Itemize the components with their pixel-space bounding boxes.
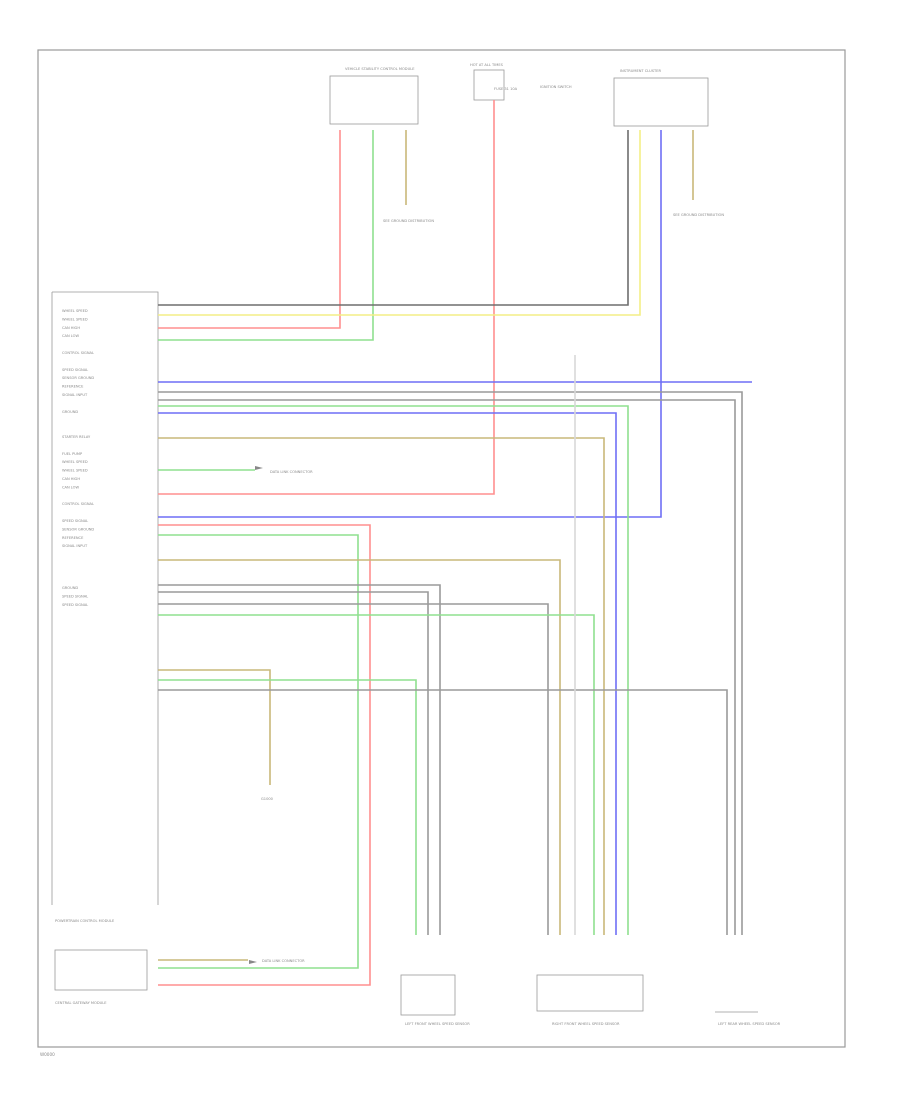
main-connector-label: POWERTRAIN CONTROL MODULE: [55, 919, 115, 923]
sensor-left: LEFT FRONT WHEEL SPEED SENSOR: [400, 974, 470, 1026]
data-link-top-label: DATA LINK CONNECTOR: [270, 470, 313, 474]
connector-row-label: CAN HIGH: [62, 326, 80, 330]
top-right-module-label: INSTRUMENT CLUSTER: [620, 69, 661, 73]
sensor-right-label: LEFT REAR WHEEL SPEED SENSOR: [718, 1022, 781, 1026]
connector-row-label: SIGNAL INPUT: [62, 544, 88, 548]
connector-row-label: STARTER RELAY: [62, 435, 91, 439]
top-mid-module-label: HOT AT ALL TIMES: [470, 63, 504, 67]
wire-green: [158, 130, 374, 341]
connector-row-label: GROUND: [62, 586, 78, 590]
wires: [158, 100, 752, 986]
connector-row-label: SENSOR GROUND: [62, 527, 94, 531]
wire-yellow: [158, 130, 641, 316]
connector-row-label: CAN HIGH: [62, 477, 80, 481]
wire-green: [158, 679, 417, 935]
wire-green: [158, 614, 595, 935]
wire-blue: [158, 130, 662, 518]
wire-green: [158, 405, 629, 935]
wire-gray: [158, 603, 549, 935]
sensor-mid-label: RIGHT FRONT WHEEL SPEED SENSOR: [552, 1022, 620, 1026]
sensor-right: LEFT REAR WHEEL SPEED SENSOR: [715, 1011, 781, 1026]
main-connector: POWERTRAIN CONTROL MODULE: [51, 291, 159, 923]
wire-gray: [158, 591, 429, 935]
central-gateway-module: CENTRAL GATEWAY MODULE: [54, 949, 148, 1005]
top-mid-fuse-label: FUSE 31 10A: [494, 87, 518, 91]
connector-row-label: CONTROL SIGNAL: [62, 351, 94, 355]
connector-row-label: SPEED SIGNAL: [62, 603, 88, 607]
connector-row-label: WHEEL SPEED: [62, 317, 88, 321]
top-mid-module: HOT AT ALL TIMES FUSE 31 10A IGNITION SW…: [470, 63, 572, 101]
connector-row-label: SPEED SIGNAL: [62, 519, 88, 523]
top-right-ground-label: SEE GROUND DISTRIBUTION: [673, 213, 724, 217]
wire-red: [158, 130, 341, 329]
wire-gray: [158, 399, 736, 935]
wire-red: [158, 100, 495, 495]
connector-row-label: SIGNAL INPUT: [62, 393, 88, 397]
ground-label: G1000: [261, 797, 274, 801]
connector-row-label: CONTROL SIGNAL: [62, 502, 94, 506]
wire-green: [158, 534, 359, 969]
connector-row-label: WHEEL SPEED: [62, 460, 88, 464]
arrow-icon: [249, 960, 257, 964]
connector-row-label: GROUND: [62, 410, 78, 414]
connector-row-label: SPEED SIGNAL: [62, 368, 88, 372]
footer-code: W0000: [40, 1052, 55, 1057]
wire-blue: [158, 412, 617, 935]
connector-row-label: REFERENCE: [62, 385, 84, 389]
sensor-mid: RIGHT FRONT WHEEL SPEED SENSOR: [536, 974, 644, 1026]
connector-row-label: SENSOR GROUND: [62, 376, 94, 380]
wire-gray: [158, 689, 728, 935]
wire-olive: [158, 669, 271, 785]
connector-row-label: CAN LOW: [62, 334, 80, 338]
wire-red: [158, 524, 371, 986]
wire-gray: [158, 391, 743, 935]
top-left-module-label: VEHICLE STABILITY CONTROL MODULE: [345, 67, 415, 71]
connector-row-label: CAN LOW: [62, 485, 80, 489]
diagram-frame: [37, 49, 846, 1048]
arrow-icon: [255, 466, 263, 470]
top-left-module: VEHICLE STABILITY CONTROL MODULE: [329, 67, 419, 125]
top-mid-ignition-label: IGNITION SWITCH: [540, 85, 572, 89]
connector-row-label: REFERENCE: [62, 536, 84, 540]
wire-black: [158, 130, 629, 306]
connector-row-label: WHEEL SPEED: [62, 469, 88, 473]
top-left-ground-label: SEE GROUND DISTRIBUTION: [383, 219, 434, 223]
connector-row-label: SPEED SIGNAL: [62, 595, 88, 599]
wire-olive: [158, 437, 605, 935]
wire-gray: [158, 584, 441, 935]
data-link-bottom-label: DATA LINK CONNECTOR: [262, 959, 305, 963]
wire-olive: [158, 559, 561, 935]
connector-row-label: WHEEL SPEED: [62, 309, 88, 313]
connector-row-label: FUEL PUMP: [62, 452, 83, 456]
top-right-module: INSTRUMENT CLUSTER: [613, 69, 709, 127]
central-connector-label: CENTRAL GATEWAY MODULE: [55, 1001, 107, 1005]
connector-row-labels: WHEEL SPEED WHEEL SPEED CAN HIGH CAN LOW CON…: [62, 309, 94, 607]
sensor-left-label: LEFT FRONT WHEEL SPEED SENSOR: [405, 1022, 470, 1026]
